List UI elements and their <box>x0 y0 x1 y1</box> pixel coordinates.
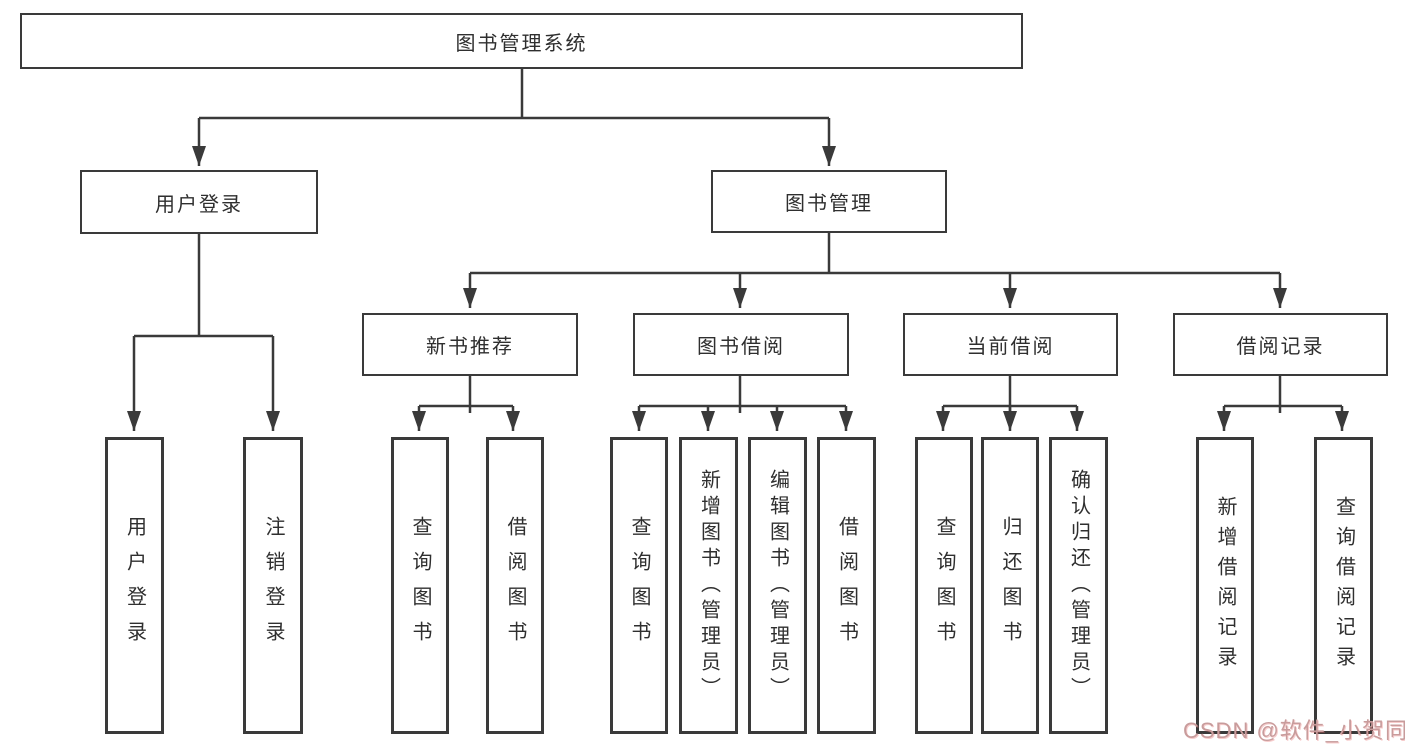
leaf-label: 借阅图书 <box>504 515 526 656</box>
leaf-current-query-book: 查询图书 <box>915 437 973 734</box>
node-borrow-records: 借阅记录 <box>1173 313 1388 376</box>
leaf-label: 借阅图书 <box>835 515 858 656</box>
leaf-label: 新增借阅记录 <box>1214 495 1236 676</box>
leaf-label: 归还图书 <box>999 515 1021 656</box>
leaf-user-login: 用户登录 <box>105 437 164 734</box>
leaf-label: 编辑图书（管理员） <box>766 468 789 703</box>
node-user-login: 用户登录 <box>80 170 318 234</box>
leaf-label: 查询借阅记录 <box>1332 495 1355 676</box>
node-book-borrow: 图书借阅 <box>633 313 849 376</box>
node-book-management: 图书管理 <box>711 170 947 233</box>
leaf-label: 用户登录 <box>123 515 146 656</box>
leaf-label: 注销登录 <box>262 515 284 656</box>
leaf-recommend-query-book: 查询图书 <box>391 437 449 734</box>
leaf-add-borrow-record: 新增借阅记录 <box>1196 437 1254 734</box>
leaf-label: 查询图书 <box>409 515 431 656</box>
leaf-label: 查询图书 <box>933 515 955 656</box>
leaf-label: 新增图书（管理员） <box>697 468 720 703</box>
leaf-logout: 注销登录 <box>243 437 303 734</box>
leaf-label: 查询图书 <box>628 515 650 656</box>
leaf-return-book: 归还图书 <box>981 437 1039 734</box>
node-new-book-recommend: 新书推荐 <box>362 313 578 376</box>
watermark: CSDN @软件_小贺同学 <box>1183 718 1405 743</box>
leaf-add-book-admin: 新增图书（管理员） <box>679 437 738 734</box>
leaf-borrow-query-book: 查询图书 <box>610 437 668 734</box>
leaf-confirm-return-admin: 确认归还（管理员） <box>1049 437 1108 734</box>
leaf-edit-book-admin: 编辑图书（管理员） <box>748 437 807 734</box>
leaf-query-borrow-record: 查询借阅记录 <box>1314 437 1373 734</box>
node-root: 图书管理系统 <box>20 13 1023 69</box>
leaf-recommend-borrow-book: 借阅图书 <box>486 437 544 734</box>
leaf-label: 确认归还（管理员） <box>1067 468 1090 703</box>
node-current-borrow: 当前借阅 <box>903 313 1118 376</box>
leaf-borrow-book: 借阅图书 <box>817 437 876 734</box>
